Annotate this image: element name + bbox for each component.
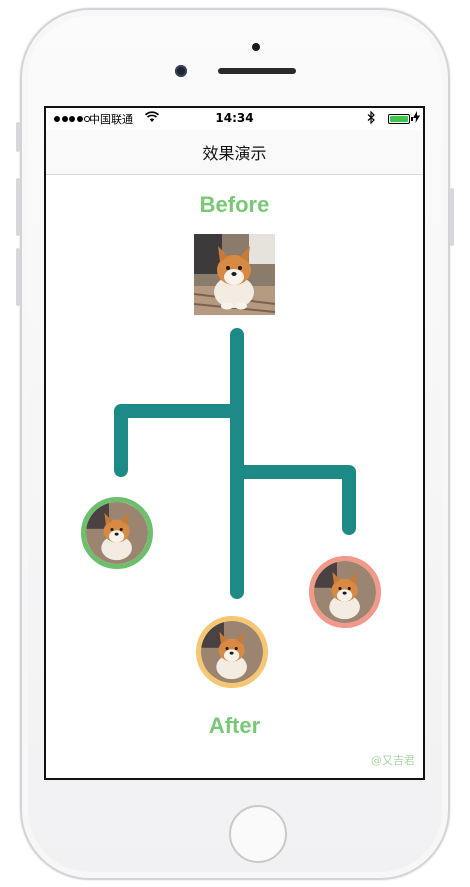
avatar-orange [196,616,268,688]
after-label: After [208,713,261,738]
status-bar: 中国联通 14:34 [46,108,423,130]
volume-down-button [16,248,20,306]
before-photo [194,234,275,315]
navigation-bar: 效果演示 [46,130,423,175]
home-button[interactable] [229,805,287,863]
avatar-red [309,556,381,628]
battery-level-fill [390,116,408,122]
mute-switch [16,122,20,152]
carrier-name: 中国联通 [89,113,133,126]
battery-icon [388,114,410,124]
left-branch [114,404,244,477]
charging-bolt-icon [413,111,420,123]
signal-dots-icon [54,116,90,122]
dog-photo [201,621,263,683]
status-time: 14:34 [215,111,254,125]
branch-diagram [114,328,356,599]
dog-photo [86,502,148,564]
bluetooth-icon [367,111,375,124]
wifi-icon [145,111,159,122]
proximity-sensor [252,43,260,51]
volume-up-button [16,178,20,236]
dog-photo [314,561,376,623]
phone-screen: 中国联通 14:34 效果演示 Before [44,106,425,780]
watermark: @又吉君 [371,754,415,767]
earpiece-speaker [218,68,296,74]
right-branch [230,465,356,535]
battery-tip [411,117,413,121]
avatar-green [81,497,153,569]
before-label: Before [199,192,270,217]
power-button [450,188,454,246]
dog-photo [194,234,275,315]
page-title: 效果演示 [202,144,267,163]
front-camera [175,65,187,77]
